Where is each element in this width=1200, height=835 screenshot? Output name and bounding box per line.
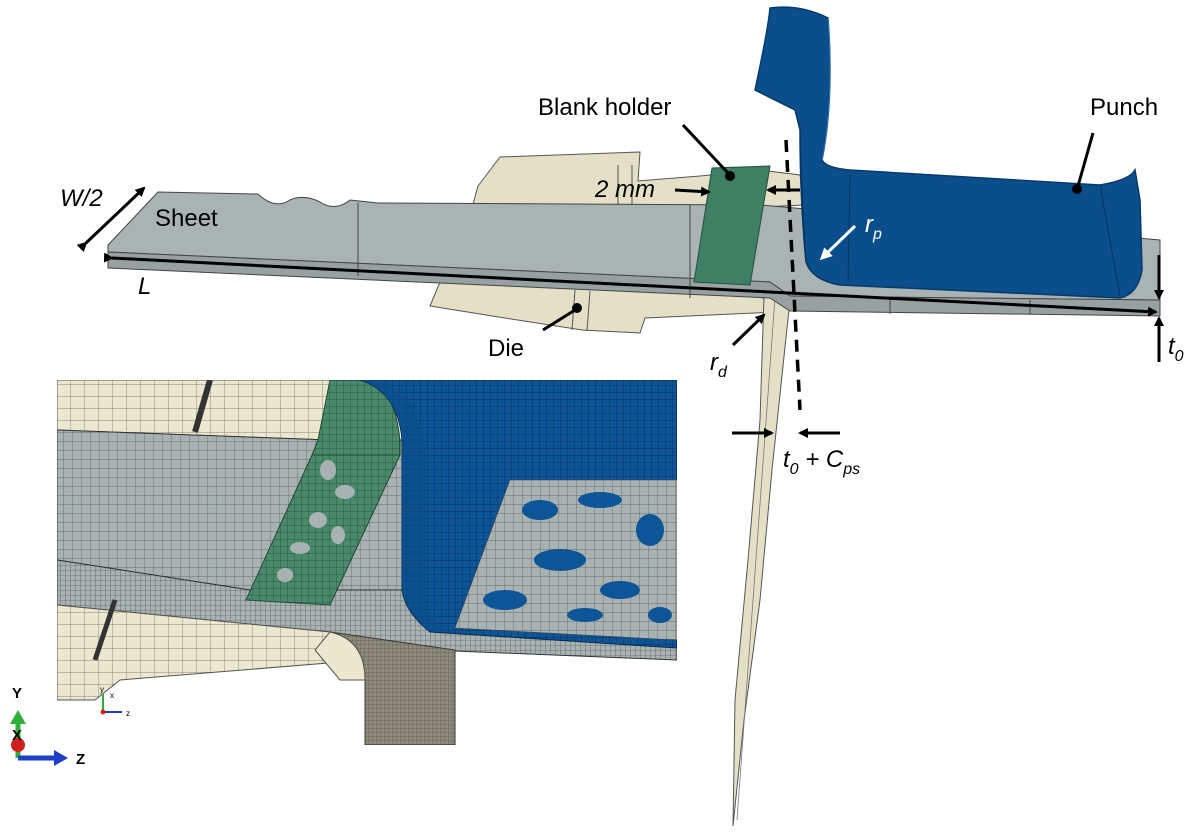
- axis-triad: Y X Z: [10, 685, 85, 768]
- die-wall: [732, 295, 791, 827]
- label-punch: Punch: [1090, 94, 1158, 121]
- label-die-radius: rd: [710, 349, 728, 381]
- label-clearance: t0 + Cps: [783, 446, 860, 478]
- label-length: L: [138, 273, 151, 300]
- svg-text:Y: Y: [12, 685, 22, 702]
- svg-text:Z: Z: [76, 751, 85, 768]
- mesh-detail-inset: [57, 380, 677, 745]
- label-punch-radius: rp: [865, 211, 882, 243]
- svg-text:y: y: [100, 685, 104, 694]
- label-die: Die: [488, 335, 524, 362]
- svg-text:X: X: [12, 727, 22, 744]
- label-gap: 2 mm: [594, 176, 655, 203]
- length-arrow: [103, 252, 1158, 317]
- inset-axis-triad: y x z: [100, 685, 130, 718]
- width-arrow: [76, 186, 146, 253]
- label-width-half: W/2: [60, 185, 103, 212]
- svg-text:x: x: [110, 691, 114, 700]
- svg-text:z: z: [126, 709, 130, 718]
- label-sheet: Sheet: [155, 205, 218, 232]
- label-thickness: t0: [1168, 333, 1184, 365]
- label-blank-holder: Blank holder: [538, 94, 671, 121]
- punch-body: [754, 6, 1143, 299]
